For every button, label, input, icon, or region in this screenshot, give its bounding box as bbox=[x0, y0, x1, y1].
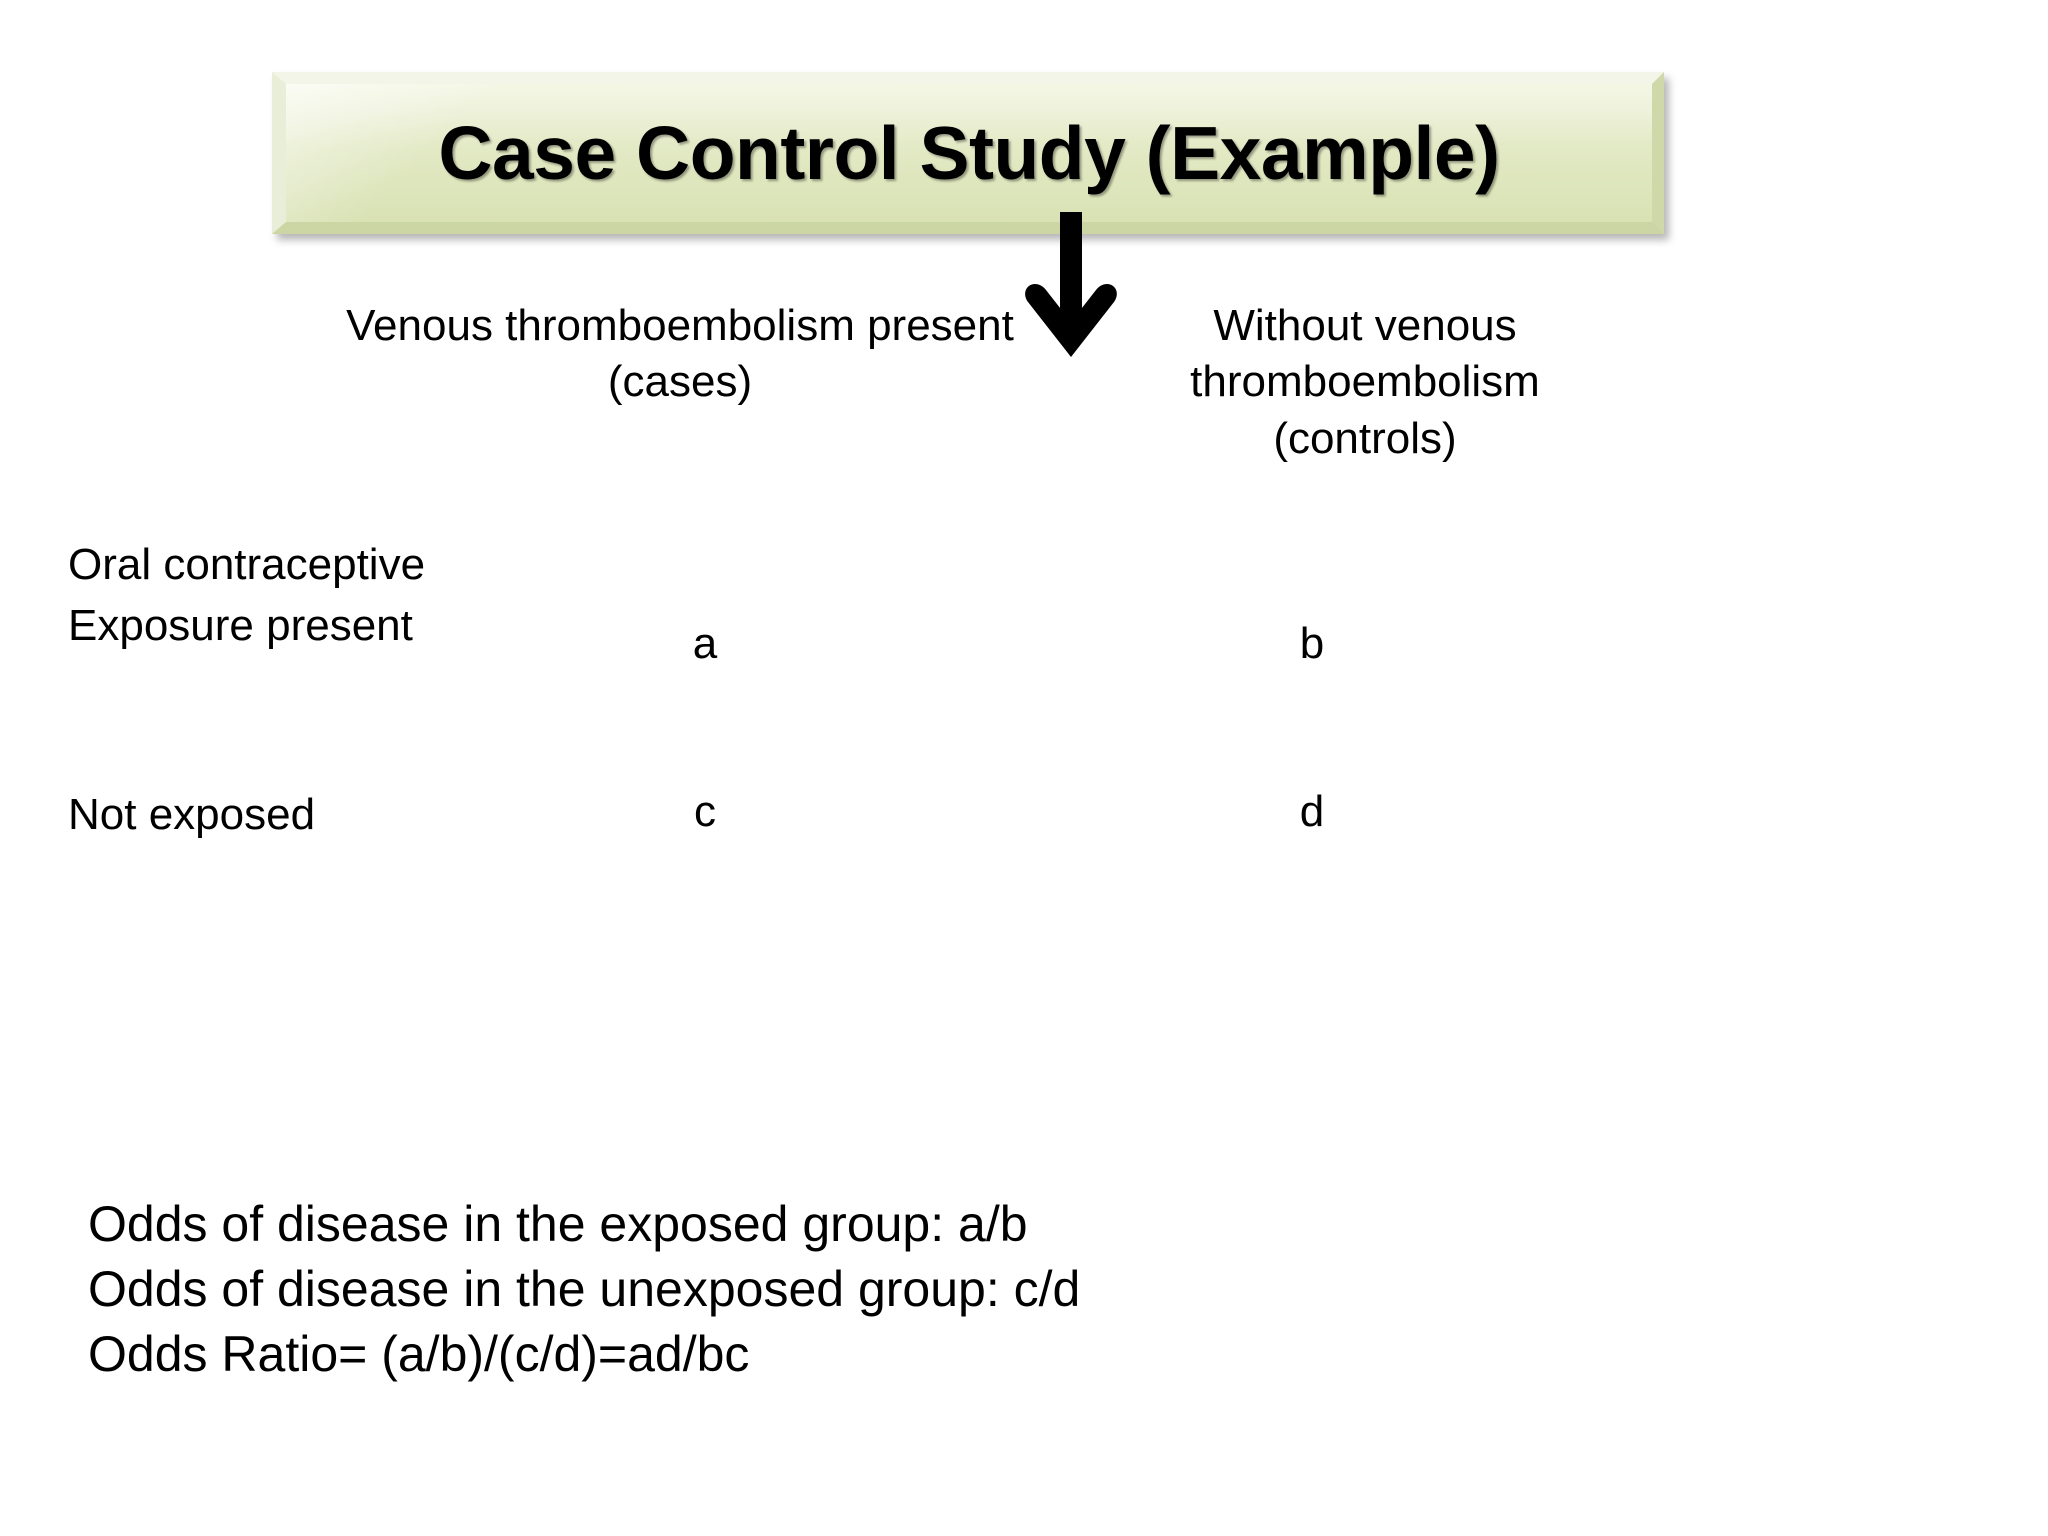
row-label-exposure-present: Oral contraceptive Exposure present bbox=[68, 540, 426, 650]
table-cell-b: b bbox=[1299, 619, 1325, 668]
table-cell-a: a bbox=[692, 619, 718, 668]
table-cell-c: c bbox=[694, 787, 716, 836]
table-cell-d: d bbox=[1299, 787, 1325, 836]
formula-line-odds-exposed: Odds of disease in the exposed group: a/… bbox=[88, 1196, 1028, 1252]
column-header-cases: Venous thromboembolism present (cases) bbox=[346, 301, 1014, 407]
row-label-not-exposed: Not exposed bbox=[68, 790, 316, 839]
slide-title-banner: Case Control Study (Example) bbox=[272, 72, 1664, 234]
formula-block: Odds of disease in the exposed group: a/… bbox=[88, 1192, 1688, 1387]
formula-line-odds-ratio: Odds Ratio= (a/b)/(c/d)=ad/bc bbox=[88, 1326, 750, 1382]
formula-line-odds-unexposed: Odds of disease in the unexposed group: … bbox=[88, 1261, 1081, 1317]
column-header-controls: Without venous thromboembolism (controls… bbox=[1190, 301, 1540, 463]
page-title: Case Control Study (Example) bbox=[438, 110, 1500, 195]
arrow-down-icon bbox=[1012, 212, 1132, 357]
